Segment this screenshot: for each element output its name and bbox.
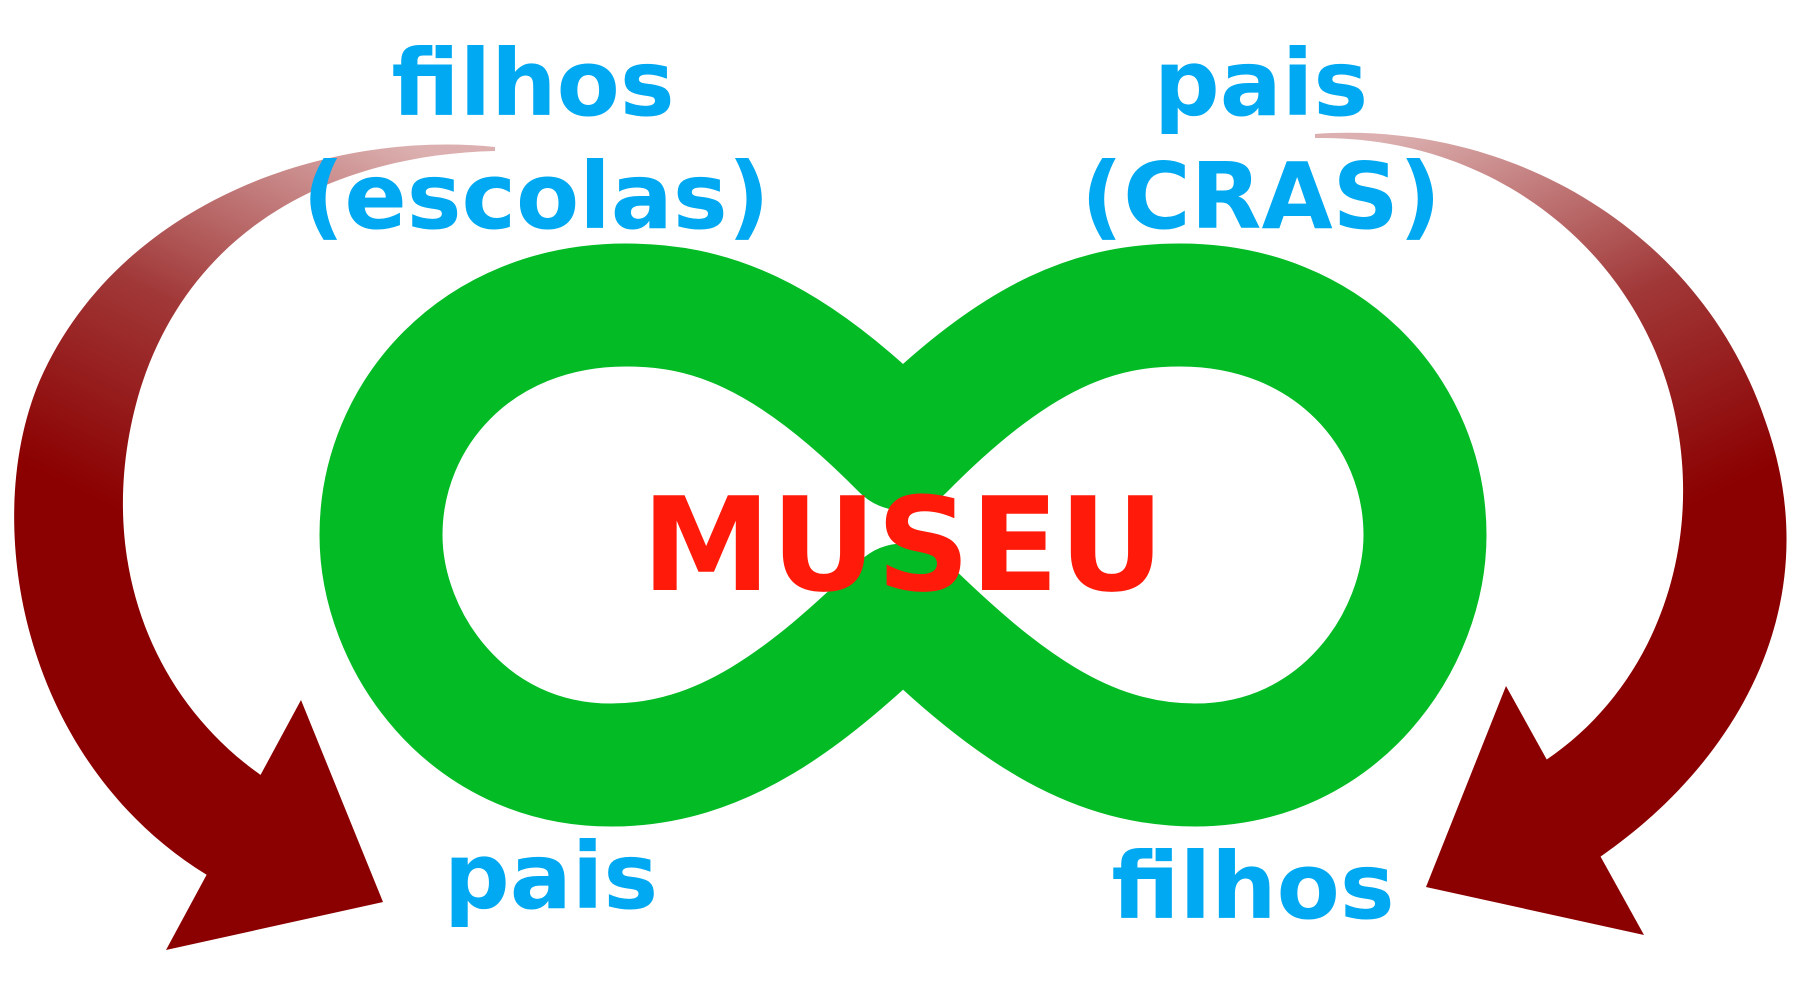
arrow-right bbox=[1315, 132, 1787, 935]
center-label: MUSEU bbox=[642, 469, 1165, 621]
arrow-left-body bbox=[14, 144, 495, 875]
top-right-label-line1: pais bbox=[1154, 30, 1368, 137]
top-right-label-line2: (CRAS) bbox=[1081, 143, 1441, 250]
arrow-right-head bbox=[1426, 686, 1644, 935]
bottom-right-label: filhos bbox=[1111, 833, 1394, 940]
arrow-left bbox=[14, 144, 495, 950]
bottom-left-label: pais bbox=[444, 823, 658, 930]
arrow-right-body bbox=[1315, 132, 1787, 858]
top-left-label-line1: filhos bbox=[391, 30, 674, 137]
infinity-loop bbox=[319, 243, 1487, 827]
arrow-left-head bbox=[166, 700, 383, 950]
top-left-label-line2: (escolas) bbox=[302, 143, 769, 250]
